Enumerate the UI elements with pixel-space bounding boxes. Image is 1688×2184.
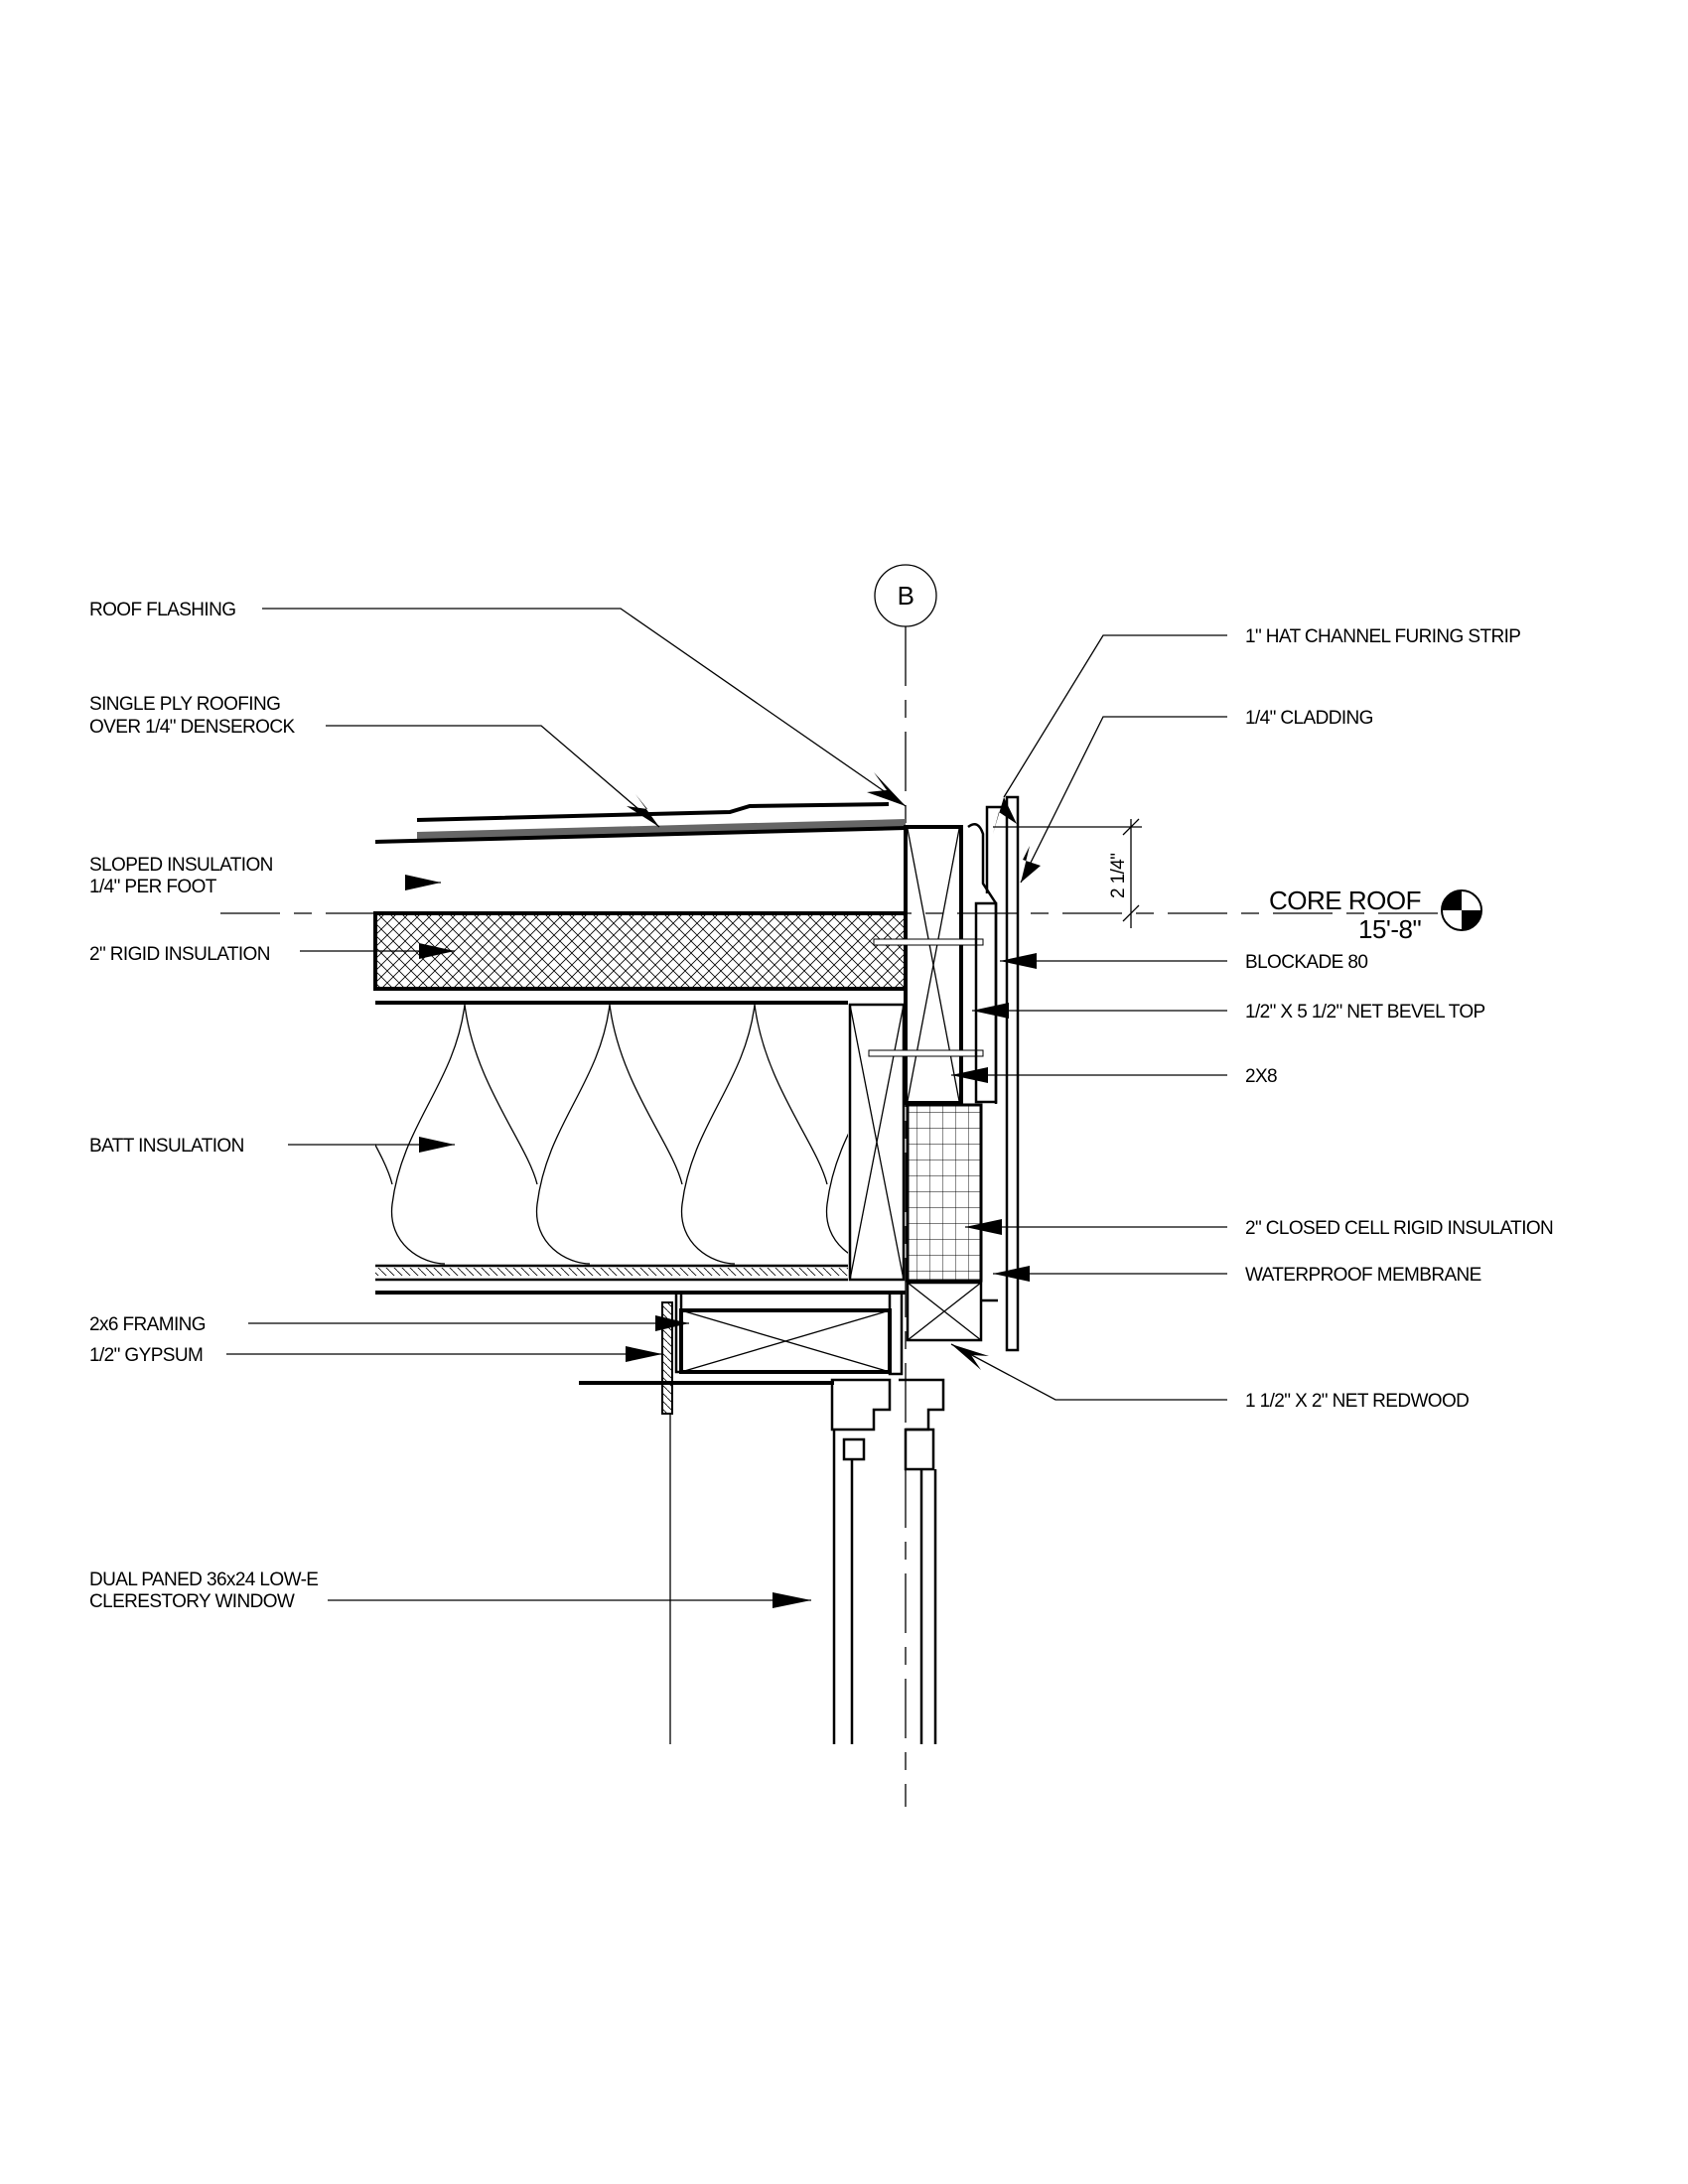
batt-loop-curve (680, 1004, 828, 1265)
label-cladding: 1/4" CLADDING (1245, 708, 1373, 729)
batt-loop-curve (825, 1133, 848, 1254)
level-elevation: 15'-8" (1358, 914, 1422, 944)
two-by-eight (868, 825, 984, 1105)
label-2x6-framing: 2x6 FRAMING (89, 1314, 206, 1335)
label-window-2: CLERESTORY WINDOW (89, 1591, 295, 1612)
dimension-value: 2 1/4" (1108, 854, 1129, 898)
furring-and-cladding (967, 795, 1020, 1352)
dimension-2-1-4: 2 1/4" (993, 818, 1142, 928)
label-closed-cell: 2" CLOSED CELL RIGID INSULATION (1245, 1218, 1553, 1239)
label-sloped-1: SLOPED INSULATION (89, 855, 273, 876)
clerestory-window (669, 1378, 945, 1744)
label-gypsum: 1/2" GYPSUM (89, 1345, 203, 1366)
redwood-nailer (906, 1281, 998, 1342)
label-single-ply-2: OVER 1/4" DENSEROCK (89, 717, 295, 738)
label-roof-flashing: ROOF FLASHING (89, 600, 235, 620)
batt-loop-curve (390, 1004, 538, 1265)
left-callouts: ROOF FLASHING SINGLE PLY ROOFING OVER 1/… (89, 600, 907, 1612)
level-name: CORE ROOF (1269, 886, 1421, 915)
label-waterproof-membrane: WATERPROOF MEMBRANE (1245, 1265, 1481, 1286)
label-bevel-top: 1/2" X 5 1/2" NET BEVEL TOP (1245, 1002, 1485, 1023)
lower-framing (579, 1291, 904, 1415)
batt-insulation (375, 1004, 906, 1295)
label-sloped-2: 1/4" PER FOOT (89, 877, 217, 897)
label-rigid-insulation: 2" RIGID INSULATION (89, 944, 270, 965)
blocking-2x6 (848, 1003, 906, 1282)
level-datum-icon (1441, 889, 1482, 931)
batt-loop-curve (375, 1144, 393, 1185)
core-roof-level-line: CORE ROOF 15'-8" (220, 886, 1482, 944)
grid-marker-label: B (898, 581, 914, 611)
label-single-ply-1: SINGLE PLY ROOFING (89, 694, 280, 715)
label-blockade-80: BLOCKADE 80 (1245, 952, 1367, 973)
grid-line-b: B (874, 564, 937, 1807)
label-window-1: DUAL PANED 36x24 LOW-E (89, 1570, 318, 1590)
label-redwood: 1 1/2" X 2" NET REDWOOD (1245, 1391, 1469, 1412)
roofing (374, 802, 907, 844)
label-hat-channel: 1" HAT CHANNEL FURING STRIP (1245, 626, 1520, 647)
closed-cell-insulation (906, 1103, 983, 1283)
right-callouts: 1" HAT CHANNEL FURING STRIP 1/4" CLADDIN… (950, 626, 1554, 1412)
rigid-insulation (373, 911, 908, 991)
batt-loop-curve (535, 1004, 683, 1265)
label-2x8: 2X8 (1245, 1066, 1277, 1087)
label-batt-insulation: BATT INSULATION (89, 1136, 244, 1157)
